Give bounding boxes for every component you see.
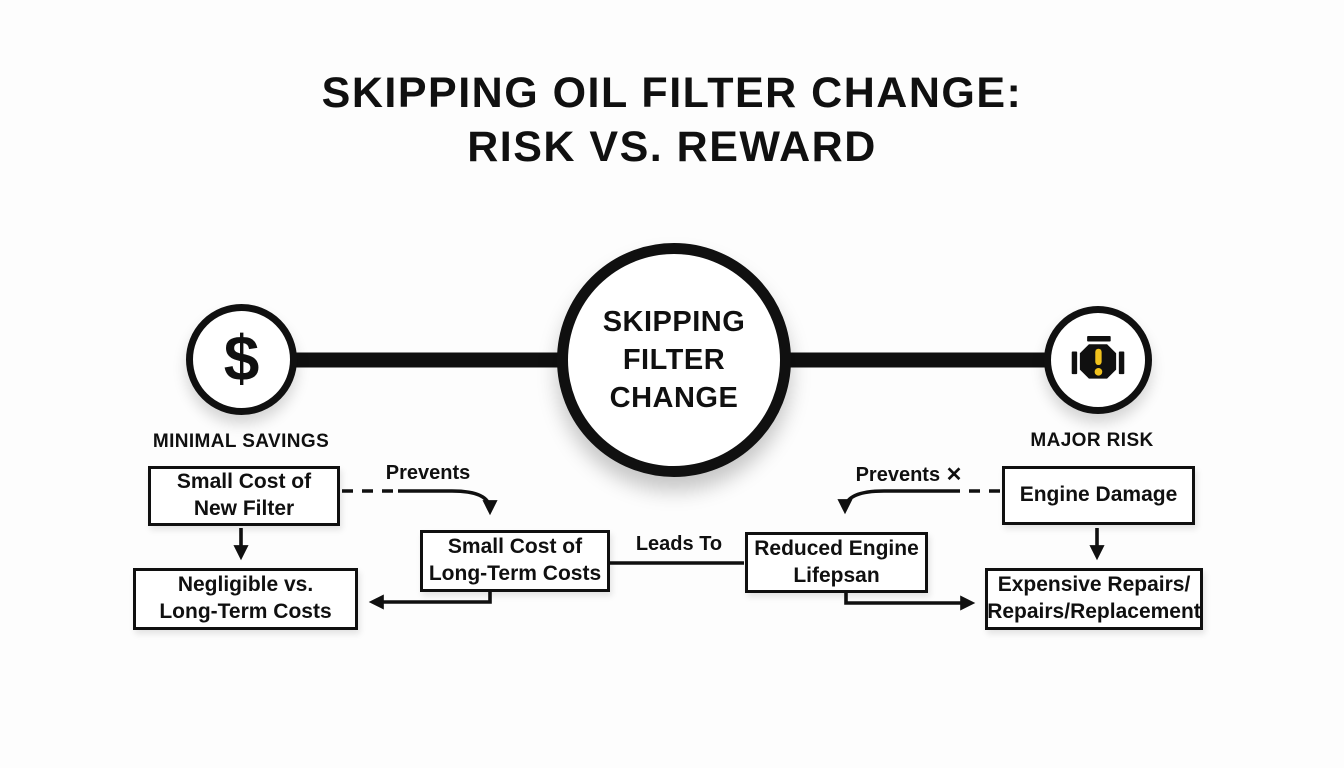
page-title: SKIPPING OIL FILTER CHANGE: RISK VS. REW…	[0, 66, 1344, 174]
engine-warning-icon	[1071, 335, 1125, 379]
center-line-1: SKIPPING	[602, 305, 746, 338]
edge-label-leads-to: Leads To	[635, 533, 723, 555]
dollar-sign-icon: $	[223, 321, 260, 394]
arrow-reduced-to-expensive	[844, 593, 976, 611]
box-text-line: Small Cost of	[176, 470, 312, 494]
arrow-prevents-right	[837, 489, 950, 515]
box-text-line: New Filter	[193, 497, 295, 520]
box-text-line: Lifepsan	[793, 563, 880, 587]
box-text-line: Repairs/Replacement	[987, 600, 1201, 623]
title-line-1: SKIPPING OIL FILTER CHANGE:	[321, 69, 1023, 117]
box-small-cost-new-filter: Small Cost of New Filter	[148, 466, 340, 526]
node-skipping-filter-change: SKIPPING FILTER CHANGE	[557, 243, 791, 477]
title-line-2: RISK VS. REWARD	[467, 123, 877, 172]
center-line-2: FILTER	[622, 343, 726, 376]
center-node-label: SKIPPING FILTER CHANGE	[603, 303, 746, 418]
box-text-line: Reduced Engine	[754, 536, 919, 560]
node-major-risk	[1044, 306, 1152, 414]
box-small-cost-long-term: Small Cost of Long-Term Costs	[420, 530, 610, 592]
box-text-line: Engine Damage	[1019, 483, 1178, 507]
node-minimal-savings: $	[186, 304, 297, 415]
center-line-3: CHANGE	[609, 382, 739, 415]
box-text-line: Negligible vs.	[177, 573, 314, 597]
box-expensive-repairs: Expensive Repairs/ Repairs/Replacement	[985, 568, 1203, 630]
label-minimal-savings: MINIMAL SAVINGS	[152, 431, 330, 452]
box-text-line: Small Cost of	[447, 535, 583, 559]
box-reduced-engine-lifespan: Reduced Engine Lifepsan	[745, 532, 928, 593]
edge-label-prevents-left: Prevents	[385, 462, 471, 484]
box-engine-damage: Engine Damage	[1002, 466, 1195, 525]
box-text-line: Long-Term Costs	[159, 600, 332, 623]
box-negligible-vs-long-term: Negligible vs. Long-Term Costs	[133, 568, 358, 630]
edge-label-prevents-right: Prevents ✕	[855, 464, 963, 486]
arrow-long-term-to-negligible	[368, 592, 492, 610]
box-text-line: Long-Term Costs	[428, 562, 602, 585]
label-major-risk: MAJOR RISK	[1030, 430, 1154, 451]
arrow-prevents-left	[398, 489, 498, 516]
box-text-line: Expensive Repairs/	[997, 573, 1191, 597]
